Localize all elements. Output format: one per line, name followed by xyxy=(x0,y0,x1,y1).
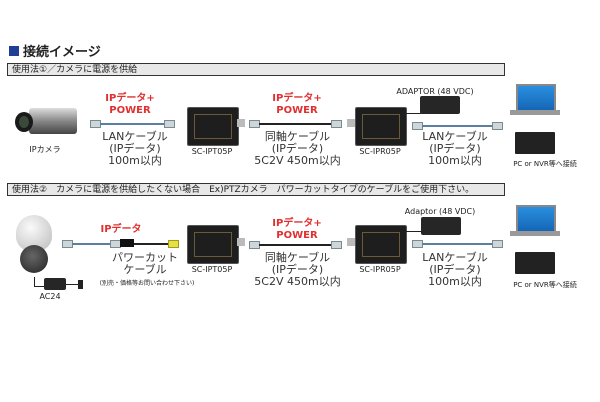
bnc-connector-icon xyxy=(237,238,245,246)
desc-line: 同軸ケーブル xyxy=(264,130,331,143)
desc-line: パワーカット xyxy=(112,251,178,264)
transmitter-label: SC-IPT05P xyxy=(191,147,233,156)
desc-line: LANケーブル xyxy=(422,251,488,264)
ip-camera-image xyxy=(15,108,77,136)
transmitter-device-image xyxy=(187,225,239,264)
lan-cable xyxy=(100,123,164,125)
adaptor-label: Adaptor (48 VDC) xyxy=(404,207,476,216)
bnc-plug-icon xyxy=(331,241,342,249)
receiver-label: SC-IPR05P xyxy=(359,147,401,156)
bnc-connector-icon xyxy=(237,119,245,127)
title-text: 接続イメージ xyxy=(23,45,101,60)
power-cable xyxy=(34,277,35,287)
adaptor-image xyxy=(421,217,461,235)
powercut-cable xyxy=(134,243,168,245)
coax1-signal-label: IPデータ+ POWER xyxy=(262,93,332,117)
transmitter-label: SC-IPT05P xyxy=(191,265,233,274)
rj45-plug-yellow-icon xyxy=(168,240,179,248)
laptop-base-icon xyxy=(510,110,560,115)
desc-line: LANケーブル xyxy=(422,130,488,143)
usage2-header: 使用法② カメラに電源を供給したくない場合 Ex)PTZカメラ パワーカットタイ… xyxy=(7,183,505,196)
coax2-cable-description: 同軸ケーブル (IPデータ) 5C2V 450m以内 xyxy=(250,252,345,288)
lan2-cable-description: LANケーブル (IPデータ) 100m以内 xyxy=(410,131,500,167)
power-plug-icon xyxy=(78,280,83,289)
desc-line: 5C2V 450m以内 xyxy=(254,154,341,167)
section-title: 接続イメージ xyxy=(9,41,101,60)
desc-line: ケーブル xyxy=(123,263,167,276)
powercut-cable-label: パワーカット ケーブル xyxy=(110,252,180,276)
adaptor-cable xyxy=(405,113,421,114)
bnc-connector-icon xyxy=(347,119,355,127)
receiver-device-image xyxy=(355,225,407,264)
power-cable xyxy=(66,284,78,285)
lan1-cable-description: LANケーブル (IPデータ) 100m以内 xyxy=(90,131,180,167)
laptop-screen-icon xyxy=(516,84,556,112)
rj45-plug-icon xyxy=(492,122,503,130)
ac24-power-supply-image xyxy=(44,278,66,290)
lan-cable xyxy=(422,243,492,245)
receiver-label: SC-IPR05P xyxy=(359,265,401,274)
laptop-base-icon xyxy=(510,231,560,236)
powercut-note: (別売・価格等お問い合わせ下さい) xyxy=(99,280,195,287)
ip-camera-label: IPカメラ xyxy=(29,145,61,154)
desc-line: (IPデータ) xyxy=(271,142,324,155)
signal-line-2: POWER xyxy=(109,105,151,116)
bnc-plug-icon xyxy=(331,120,342,128)
lan2-cable-description: LANケーブル (IPデータ) 100m以内 xyxy=(410,252,500,288)
coax-cable xyxy=(259,123,331,125)
signal-line-1: IPデータ+ xyxy=(272,93,322,104)
laptop-screen-icon xyxy=(516,205,556,233)
adaptor-image xyxy=(420,96,460,114)
desc-line: 5C2V 450m以内 xyxy=(254,275,341,288)
usage1-header: 使用法①／カメラに電源を供給 xyxy=(7,63,505,76)
desc-line: 同軸ケーブル xyxy=(264,251,331,264)
signal-line-1: IPデータ+ xyxy=(272,218,322,229)
desc-line: 100m以内 xyxy=(428,275,482,288)
desc-line: (IPデータ) xyxy=(429,263,481,276)
pc-nvr-label: PC or NVR等へ接続 xyxy=(513,160,577,168)
lan1-signal-label: IPデータ+ POWER xyxy=(95,93,165,117)
signal-line-2: POWER xyxy=(276,230,318,241)
pc-nvr-label: PC or NVR等へ接続 xyxy=(513,281,577,289)
powercut-module-icon xyxy=(120,239,134,247)
coax2-signal-label: IPデータ+ POWER xyxy=(262,218,332,242)
desc-line: (IPデータ) xyxy=(109,142,161,155)
coax-cable xyxy=(259,244,331,246)
desc-line: (IPデータ) xyxy=(429,142,481,155)
nvr-device-icon xyxy=(515,132,555,154)
bnc-connector-icon xyxy=(347,238,355,246)
rj45-plug-icon xyxy=(492,240,503,248)
desc-line: (IPデータ) xyxy=(271,263,324,276)
nvr-device-icon xyxy=(515,252,555,274)
adaptor-label: ADAPTOR (48 VDC) xyxy=(396,87,474,96)
desc-line: 100m以内 xyxy=(428,154,482,167)
desc-line: 100m以内 xyxy=(108,154,162,167)
signal-line-2: POWER xyxy=(276,105,318,116)
desc-line: LANケーブル xyxy=(102,130,168,143)
rj45-plug-icon xyxy=(164,120,175,128)
lan-cable xyxy=(422,125,492,127)
adaptor-cable xyxy=(405,231,421,232)
signal-line-1: IPデータ+ xyxy=(105,93,155,104)
ac24-label: AC24 xyxy=(39,292,61,301)
ptz-camera-image xyxy=(12,215,56,277)
lan1-signal-label: IPデータ xyxy=(100,224,142,235)
title-square-icon xyxy=(9,45,19,56)
transmitter-device-image xyxy=(187,107,239,146)
coax1-cable-description: 同軸ケーブル (IPデータ) 5C2V 450m以内 xyxy=(250,131,345,167)
lan-cable xyxy=(72,243,114,245)
power-cable xyxy=(34,286,44,287)
receiver-device-image xyxy=(355,107,407,146)
